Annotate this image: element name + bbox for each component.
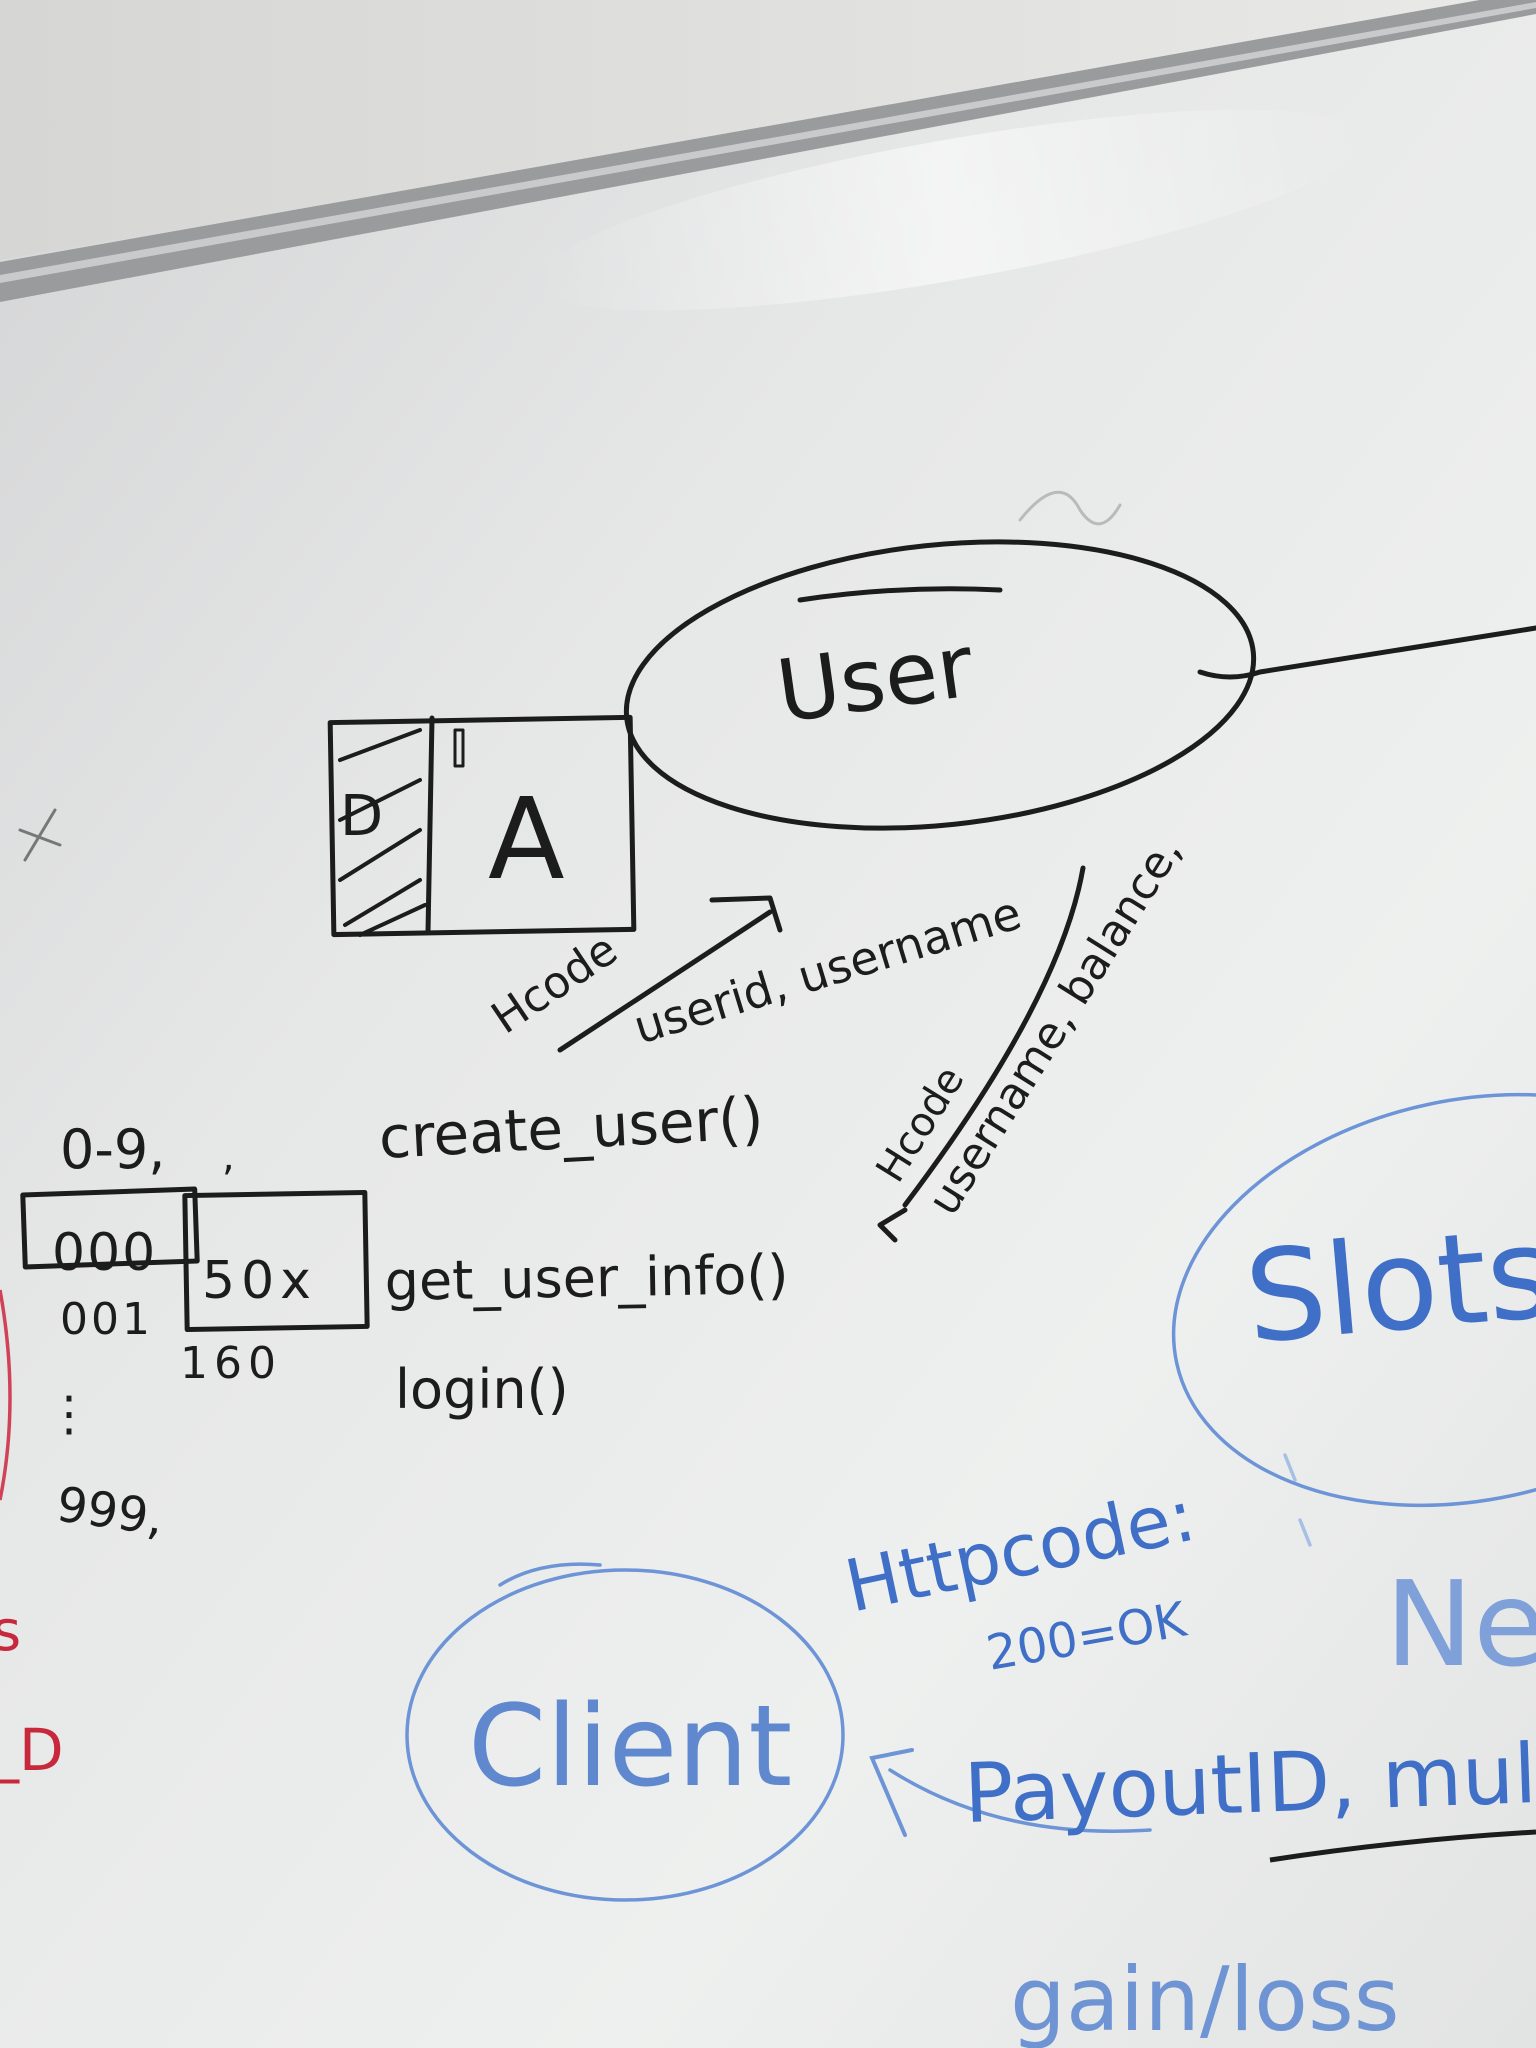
glare-reflection	[536, 109, 1364, 311]
user-connector-line	[1197, 625, 1536, 680]
slots-label: Slots	[1240, 1199, 1536, 1372]
black-diagram	[18, 490, 1536, 1333]
vertical-dots: ⋮	[45, 1386, 93, 1442]
d-a-box	[327, 714, 637, 938]
response-arrow-head	[877, 1207, 908, 1243]
a-flag	[453, 728, 465, 768]
request-arrow-head	[709, 895, 783, 933]
client-ellipse-tail	[498, 1562, 602, 1587]
slots-ellipse	[1171, 1092, 1536, 1508]
cell-50x: 50x	[202, 1251, 317, 1311]
box-d-label: D	[340, 784, 383, 849]
response-arrow-line	[902, 865, 1086, 1208]
payout-arrow-head	[869, 1748, 914, 1837]
red-s: s	[0, 1599, 21, 1664]
d-hatching	[338, 728, 427, 937]
payout-label: PayoutID, multi	[962, 1725, 1536, 1842]
cell-box-2	[182, 1189, 370, 1333]
row-160: 160	[180, 1338, 282, 1389]
ghost-marks	[1018, 490, 1122, 526]
d-a-divider	[425, 715, 435, 935]
cell-box-1	[20, 1186, 200, 1270]
gainloss-label: gain/loss	[1010, 1948, 1400, 2048]
client-ellipse	[405, 1568, 845, 1902]
get-user-info-fn: get_user_info()	[384, 1243, 789, 1313]
id-range: 0-9,	[60, 1118, 165, 1181]
box-a-label: A	[488, 775, 565, 905]
payout-arrow-curve	[888, 1768, 1152, 1833]
board-frame-highlight	[0, 2, 1536, 283]
user-ellipse-overstroke	[797, 586, 1003, 603]
range-comma: ,	[222, 1134, 235, 1180]
ne-label: Ne	[1385, 1555, 1536, 1693]
login-fn: login()	[395, 1358, 569, 1421]
client-label: Client	[468, 1682, 792, 1812]
board-surface	[0, 10, 1536, 2048]
row-001: 001	[60, 1294, 153, 1345]
blue-tick	[1283, 1453, 1312, 1547]
red-arc	[0, 1289, 12, 1501]
red-marks: s _D	[0, 1289, 64, 1784]
blue-diagram	[405, 1092, 1536, 1902]
red-d: _D	[0, 1716, 64, 1784]
multi-underline	[1269, 1829, 1536, 1863]
request-arrow-line	[557, 909, 773, 1053]
cell-000: 000	[52, 1223, 157, 1283]
x-mark	[18, 808, 62, 862]
